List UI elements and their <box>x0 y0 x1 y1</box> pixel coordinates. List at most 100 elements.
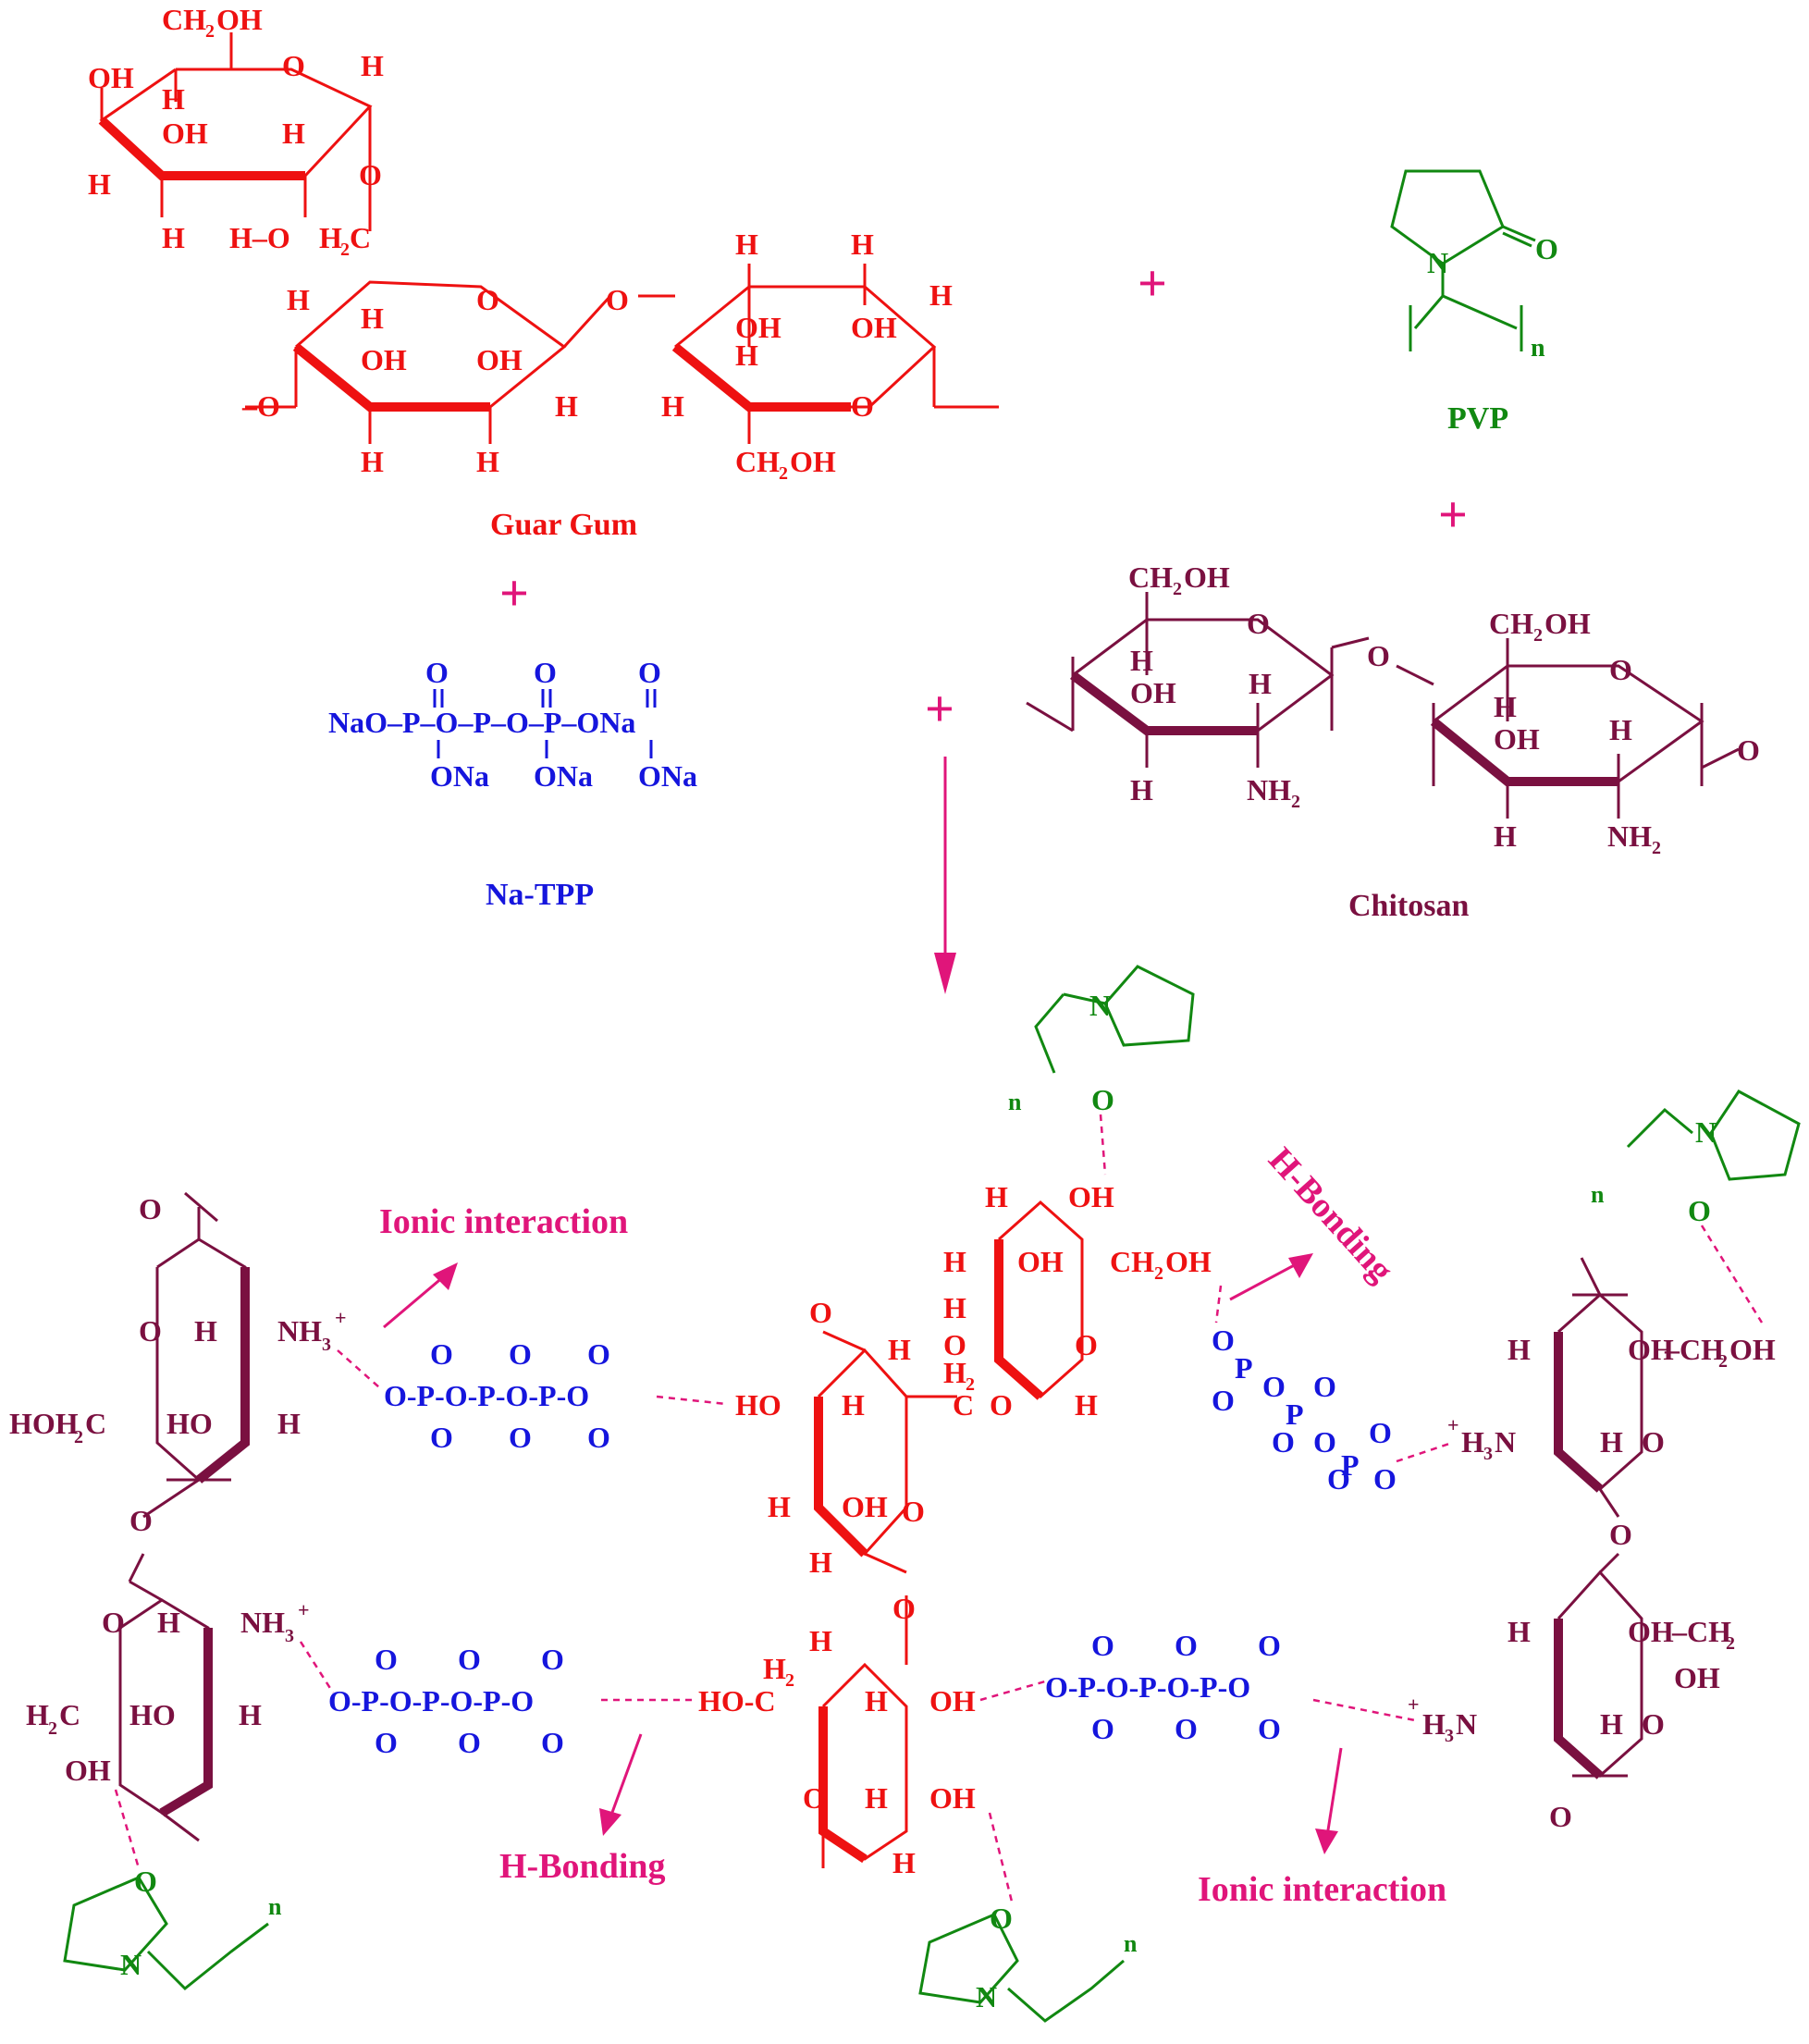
svg-text:H: H <box>555 389 578 423</box>
svg-text:O-P-O-P-O-P-O: O-P-O-P-O-P-O <box>328 1684 534 1718</box>
svg-text:H: H <box>277 1407 301 1440</box>
svg-text:O: O <box>430 1421 453 1454</box>
svg-text:O: O <box>892 1592 916 1625</box>
svg-text:O: O <box>1091 1083 1114 1116</box>
svg-text:H: H <box>809 1624 832 1657</box>
svg-text:O: O <box>1175 1629 1198 1662</box>
svg-text:C: C <box>85 1407 106 1440</box>
svg-text:OH: OH <box>1068 1180 1114 1213</box>
svg-text:2: 2 <box>74 1427 83 1447</box>
ionic-interaction-label-bottom: Ionic interaction <box>1198 1870 1446 1909</box>
svg-text:H: H <box>1422 1707 1446 1741</box>
svg-text:O: O <box>1212 1324 1235 1357</box>
svg-text:NaO–P–O–P–O–P–ONa: NaO–P–O–P–O–P–ONa <box>328 706 635 739</box>
svg-text:–CH: –CH <box>1664 1333 1724 1366</box>
svg-text:O: O <box>129 1504 153 1537</box>
svg-text:n: n <box>1124 1930 1138 1957</box>
svg-text:H: H <box>239 1698 262 1731</box>
svg-text:H: H <box>1075 1388 1098 1422</box>
svg-text:OH: OH <box>1165 1245 1212 1278</box>
svg-text:O: O <box>1258 1629 1281 1662</box>
svg-text:NH: NH <box>1607 819 1652 853</box>
svg-text:O: O <box>476 283 499 316</box>
pvp-repeat-n: n <box>1531 334 1545 363</box>
svg-text:–CH: –CH <box>1671 1615 1731 1648</box>
guar-gum-label: Guar Gum <box>490 508 637 542</box>
svg-text:HO: HO <box>166 1407 213 1440</box>
svg-text:O: O <box>541 1726 564 1759</box>
na-tpp-structure: NaO–P–O–P–O–P–ONa O O O ONa ONa ONa <box>328 656 697 793</box>
svg-text:O: O <box>1609 1518 1632 1551</box>
svg-text:O: O <box>1075 1328 1098 1361</box>
svg-text:H: H <box>162 82 185 116</box>
svg-text:O: O <box>1737 733 1760 767</box>
svg-text:H: H <box>361 49 384 82</box>
svg-text:O: O <box>541 1643 564 1676</box>
svg-text:OH: OH <box>1674 1661 1720 1694</box>
svg-text:2: 2 <box>1726 1633 1735 1654</box>
svg-text:O: O <box>1373 1462 1397 1496</box>
svg-text:H: H <box>361 302 384 335</box>
svg-text:O: O <box>1609 653 1632 686</box>
h-bonding-label-bottom: H-Bonding <box>499 1847 666 1886</box>
svg-text:H: H <box>361 445 384 478</box>
plus-sign: + <box>1438 486 1468 544</box>
svg-text:O-P-O-P-O-P-O: O-P-O-P-O-P-O <box>384 1379 589 1412</box>
svg-text:H: H <box>26 1698 49 1731</box>
chitosan-label: Chitosan <box>1348 889 1469 923</box>
svg-text:C: C <box>59 1698 80 1731</box>
svg-text:O: O <box>809 1296 832 1329</box>
svg-text:HO: HO <box>129 1698 176 1731</box>
svg-text:O: O <box>430 1337 453 1371</box>
svg-text:CH: CH <box>735 445 780 478</box>
na-tpp-label: Na-TPP <box>486 878 594 912</box>
svg-text:2: 2 <box>1533 625 1543 646</box>
svg-text:H: H <box>661 389 684 423</box>
svg-text:OH: OH <box>1544 607 1591 640</box>
svg-text:H: H <box>476 445 499 478</box>
svg-text:O: O <box>990 1388 1013 1422</box>
plus-sign: + <box>499 565 529 622</box>
svg-text:HO-C: HO-C <box>698 1684 776 1718</box>
svg-text:O: O <box>1258 1712 1281 1745</box>
svg-text:N: N <box>1695 1115 1717 1149</box>
reaction-arrow <box>934 757 956 994</box>
svg-text:O: O <box>1091 1712 1114 1745</box>
svg-text:OH: OH <box>790 445 836 478</box>
svg-text:ONa: ONa <box>534 759 593 793</box>
ionic-interaction-label-top: Ionic interaction <box>379 1202 628 1241</box>
svg-text:H: H <box>287 283 310 316</box>
svg-text:O: O <box>1247 607 1270 640</box>
svg-text:N: N <box>1495 1425 1516 1459</box>
svg-text:ONa: ONa <box>430 759 489 793</box>
svg-text:H: H <box>851 228 874 261</box>
svg-text:OH: OH <box>216 3 263 36</box>
svg-text:O: O <box>902 1495 925 1528</box>
svg-text:O: O <box>638 656 661 689</box>
svg-text:O: O <box>458 1726 481 1759</box>
svg-text:CH: CH <box>1110 1245 1154 1278</box>
h-bonding-label-top: H-Bonding <box>1261 1140 1400 1290</box>
svg-text:NH: NH <box>277 1314 322 1348</box>
svg-text:O: O <box>534 656 557 689</box>
svg-text:O: O <box>425 656 449 689</box>
svg-text:+: + <box>298 1598 310 1621</box>
svg-text:HOH: HOH <box>9 1407 79 1440</box>
svg-text:CH: CH <box>1128 560 1173 594</box>
svg-text:O: O <box>359 158 382 191</box>
svg-text:H: H <box>943 1356 966 1389</box>
svg-text:n: n <box>268 1893 282 1920</box>
svg-text:N: N <box>120 1948 142 1981</box>
svg-text:H: H <box>943 1245 966 1278</box>
svg-text:O: O <box>1313 1425 1336 1459</box>
svg-text:H: H <box>763 1652 786 1685</box>
svg-text:O: O <box>1367 639 1390 672</box>
svg-text:OH: OH <box>65 1754 111 1787</box>
svg-text:O: O <box>1272 1425 1295 1459</box>
svg-text:OH: OH <box>851 311 897 344</box>
svg-text:H: H <box>194 1314 217 1348</box>
svg-text:N: N <box>1089 989 1111 1022</box>
svg-text:O: O <box>587 1421 610 1454</box>
